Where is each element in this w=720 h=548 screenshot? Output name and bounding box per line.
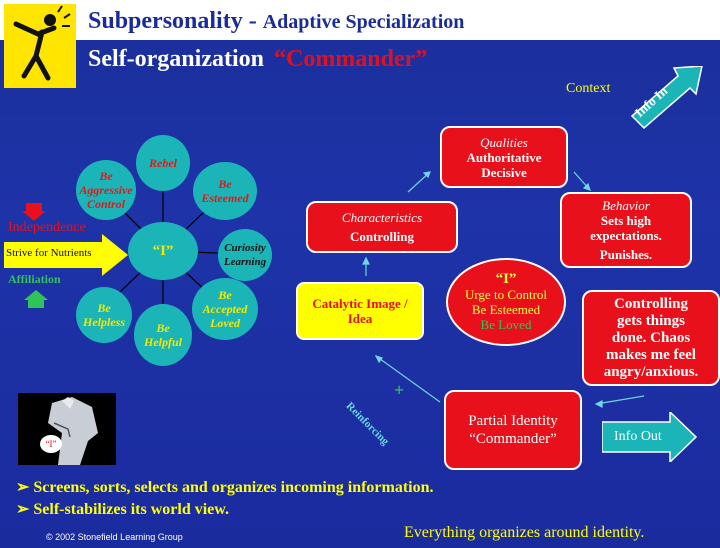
qualities-box: Qualities Authoritative Decisive xyxy=(440,126,568,188)
title-sub: Adaptive Specialization xyxy=(262,11,465,33)
petal-rebel: Rebel xyxy=(136,135,190,191)
horse-icon xyxy=(48,397,98,465)
characteristics-line1: Controlling xyxy=(349,229,415,244)
stick-figure-icon xyxy=(13,5,71,81)
behavior-line2: expectations. xyxy=(590,228,662,243)
subtitle-quote: “Commander” xyxy=(273,46,428,72)
page-subtitle: Self-organization “Commander” xyxy=(88,46,427,73)
behavior-box: Behavior Sets high expectations. Punishe… xyxy=(560,192,692,268)
behavior-line3: Punishes. xyxy=(599,247,653,262)
horse-image: “I” xyxy=(18,393,116,465)
down-arrow-icon xyxy=(22,203,46,221)
center-i-ellipse: “I” Urge to Control Be Esteemed Be Loved xyxy=(446,258,566,346)
partial-identity-box: Partial Identity “Commander” xyxy=(444,390,582,470)
qualities-heading: Qualities xyxy=(480,134,528,150)
info-out-shape xyxy=(602,412,698,462)
tagline: Everything organizes around identity. xyxy=(404,524,645,541)
center-i-circle: “I” xyxy=(128,222,198,280)
footer-copyright: © 2002 Stonefield Learning Group xyxy=(46,532,183,542)
up-arrow-icon xyxy=(24,290,48,308)
qualities-line2: Decisive xyxy=(481,164,527,180)
strive-arrow xyxy=(4,234,128,276)
behavior-heading: Behavior xyxy=(602,198,650,213)
info-out-label: Info Out xyxy=(614,429,662,444)
characteristics-heading: Characteristics xyxy=(341,210,423,225)
info-in-arrow: Info In xyxy=(622,66,720,132)
list-item: ➢ Self-stabilizes its world view. xyxy=(16,501,229,518)
logo xyxy=(4,4,76,88)
title-bar xyxy=(0,0,720,40)
bullet-list: ➢ Screens, sorts, selects and organizes … xyxy=(16,477,434,521)
title-main: Subpersonality - xyxy=(88,8,263,34)
info-out-arrow: Info Out xyxy=(602,412,698,462)
qualities-line1: Authoritative xyxy=(466,149,542,165)
info-in-shape xyxy=(630,66,703,130)
behavior-line1: Sets high xyxy=(600,213,652,228)
characteristics-box: Characteristics Controlling xyxy=(306,201,458,253)
context-label: Context xyxy=(566,81,611,96)
list-item: ➢ Screens, sorts, selects and organizes … xyxy=(16,479,434,496)
horse-label: “I” xyxy=(40,435,62,453)
controlling-box: Controlling gets things done. Chaos make… xyxy=(582,290,720,386)
subtitle-main: Self-organization xyxy=(88,46,264,72)
catalytic-image-box: Catalytic Image / Idea xyxy=(296,282,424,340)
independence-label: Independence xyxy=(8,220,86,235)
strive-label: Strive for Nutrients xyxy=(6,247,92,259)
page-title: Subpersonality - Adaptive Specialization xyxy=(88,8,464,35)
plus-sign: + xyxy=(394,380,405,400)
affiliation-label: Affiliation xyxy=(8,272,61,286)
